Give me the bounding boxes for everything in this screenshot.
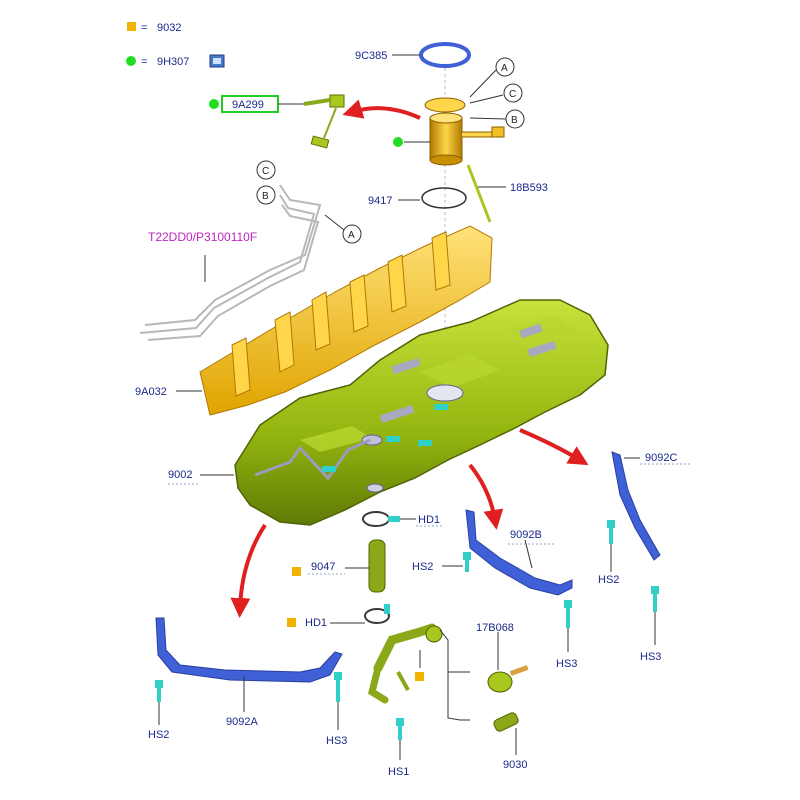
label-hs1: HS1: [388, 766, 409, 778]
legend-dot-code: 9H307: [157, 56, 189, 68]
callout-b: B: [511, 115, 518, 126]
lock-ring: [419, 42, 471, 68]
callout-c: C: [509, 89, 516, 100]
filler-hose: [368, 539, 386, 593]
label-hd1-top: HD1: [418, 514, 440, 526]
label-9a299: 9A299: [232, 99, 264, 111]
clamp-hd1-top-screw: [388, 516, 400, 522]
label-hs3-b: HS3: [556, 658, 577, 670]
red-arrow-sender: [342, 99, 421, 120]
fuel-level-sender: [303, 94, 345, 149]
callout-circle-c: [503, 83, 523, 103]
legend-square-icon: [127, 22, 136, 31]
fuel-filler-cap: [493, 712, 519, 732]
pump-dot-icon: [393, 137, 403, 147]
strap-9092c: [611, 451, 661, 561]
clamp-hd1-top: [362, 511, 390, 527]
bolt-hs2-c: [607, 520, 615, 544]
callout-a-lines: A: [348, 230, 355, 241]
label-hs3-a: HS3: [326, 735, 347, 747]
label-hs2-c: HS2: [598, 574, 619, 586]
red-arrow-strap-a: [230, 523, 267, 618]
red-arrow-strap-c: [519, 428, 589, 466]
strap-9092b: [465, 509, 573, 596]
callout-circle-b2: [256, 185, 276, 205]
bolt-hs2-a: [155, 680, 163, 702]
square-icon-hd1: [287, 618, 296, 627]
pump-gasket: [421, 187, 467, 209]
label-9092b: 9092B: [510, 529, 542, 541]
callout-circle-a: [495, 57, 515, 77]
square-icon-filler: [415, 672, 424, 681]
callout-circle-b: [505, 109, 525, 129]
book-icon: [209, 54, 225, 68]
label-17b068: 17B068: [476, 622, 514, 634]
label-9047: 9047: [311, 561, 335, 573]
label-hs2-a: HS2: [148, 729, 169, 741]
label-9030: 9030: [503, 759, 527, 771]
label-9a032: 9A032: [135, 386, 167, 398]
bolt-hs2-b: [463, 552, 471, 572]
legend-equals: =: [141, 56, 147, 68]
legend-dot-icon: [126, 56, 136, 66]
filler-pipe: [367, 623, 443, 704]
bolt-hs1: [396, 718, 404, 740]
label-9c385: 9C385: [355, 50, 387, 62]
legend-square-code: 9032: [157, 22, 181, 34]
sender-dot-icon: [209, 99, 219, 109]
fuel-cap-valve: [487, 665, 529, 693]
bolt-hs3-c: [651, 586, 659, 612]
callout-c-lines: C: [262, 166, 269, 177]
fuel-pump-module: [424, 97, 505, 166]
label-hd1-bottom: HD1: [305, 617, 327, 629]
clamp-hd1-bottom: [364, 608, 390, 624]
fuel-tank: [234, 299, 609, 526]
bolt-hs3-a: [334, 672, 342, 702]
label-9092c: 9092C: [645, 452, 677, 464]
label-hs3-c: HS3: [640, 651, 661, 663]
square-icon-9047: [292, 567, 301, 576]
bolt-hs3-b: [564, 600, 572, 628]
label-9417: 9417: [368, 195, 392, 207]
callout-b-lines: B: [262, 191, 269, 202]
callout-a: A: [501, 63, 508, 74]
callout-circle-a2: [342, 224, 362, 244]
sender-rod: [466, 164, 492, 223]
bracket-lines: [439, 629, 470, 721]
clamp-hd1-bottom-screw: [384, 604, 390, 614]
legend-equals: =: [141, 22, 147, 34]
heat-shield: [199, 225, 493, 416]
label-9002: 9002: [168, 469, 192, 481]
label-t22dd0: T22DD0/P3100110F: [148, 230, 257, 244]
callout-circle-c2: [256, 160, 276, 180]
strap-9092a: [155, 617, 343, 683]
label-18b593: 18B593: [510, 182, 548, 194]
label-hs2-b: HS2: [412, 561, 433, 573]
fuel-lines: [139, 184, 322, 341]
red-arrow-strap-b: [468, 463, 504, 530]
label-9092a: 9092A: [226, 716, 258, 728]
